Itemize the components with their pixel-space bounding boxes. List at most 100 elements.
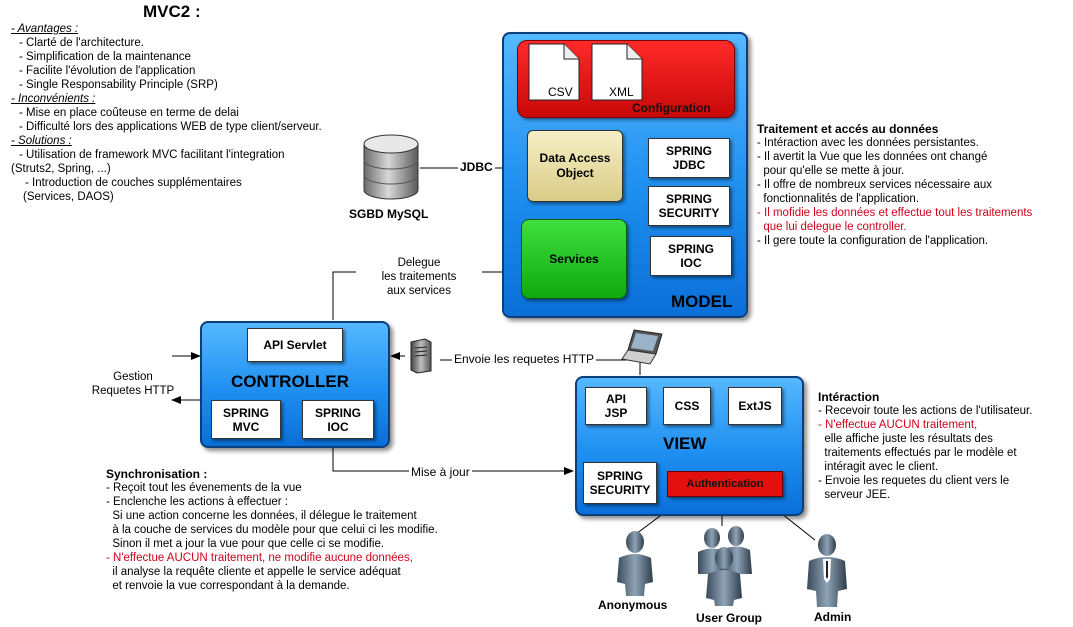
desc-line: - Il offre de nombreux services nécessai… (757, 179, 993, 191)
list-item: - Introduction de couches supplémentaire… (25, 177, 242, 189)
view-title: VIEW (663, 434, 707, 453)
page-title: MVC2 : (143, 2, 201, 21)
module-line1: API (605, 392, 626, 406)
solutions-list: - Utilisation de framework MVC facilitan… (11, 148, 322, 204)
authentication-box: Authentication (667, 471, 783, 497)
desc-line: à la couche de services du modèle pour q… (106, 524, 438, 536)
model-desc-lines: - Intéraction avec les données persistan… (757, 136, 1032, 248)
desc-line: Sinon il met a jour la vue pour que cell… (106, 538, 385, 550)
avantages-title: - Avantages : (11, 23, 79, 35)
inconvenients-list: - Mise en place coûteuse en terme de del… (11, 106, 322, 134)
dao-label-line2: Object (556, 166, 594, 180)
delegue-line1: Delegue (397, 257, 441, 269)
spring-security-model-box: SPRING SECURITY (648, 186, 730, 226)
module-line1: CSS (674, 399, 700, 413)
sync-description: Synchronisation : - Reçoit tout les éven… (106, 467, 438, 593)
css-box: CSS (663, 387, 711, 425)
desc-line: - N'effectue AUCUN traitement, (818, 419, 978, 431)
list-item: - Mise en place coûteuse en terme de del… (19, 107, 239, 119)
api-servlet-box: API Servlet (247, 328, 343, 362)
mise-a-jour-label: Mise à jour (409, 465, 472, 479)
module-line1: SPRING (665, 192, 712, 206)
desc-line: - Enclenche les actions à effectuer : (106, 496, 288, 508)
spring-jdbc-box: SPRING JDBC (648, 138, 730, 178)
module-line1: SPRING (314, 405, 361, 420)
anonymous-label: Anonymous (598, 598, 668, 612)
gestion-line1: Gestion (113, 371, 153, 383)
module-line2: SECURITY (658, 206, 720, 220)
module-line2: SECURITY (589, 483, 651, 497)
dao-label-line1: Data Access (539, 151, 611, 165)
module-line1: SPRING (667, 242, 714, 256)
desc-line: - Il gere toute la configuration de l'ap… (757, 235, 989, 247)
desc-line: Si une action concerne les données, il d… (106, 510, 417, 522)
api-jsp-box: API JSP (585, 387, 647, 425)
delegue-line2: les traitements (381, 271, 457, 283)
desc-line: pour qu'elle se mette à jour. (757, 165, 905, 177)
authentication-label: Authentication (686, 478, 764, 490)
list-item: - Single Responsability Principle (SRP) (19, 79, 218, 91)
desc-line: - N'effectue AUCUN traitement, ne modifi… (106, 552, 413, 564)
module-line2: MVC (232, 419, 260, 434)
csv-file-icon: CSV (528, 43, 580, 101)
controller-title: CONTROLLER (231, 372, 350, 391)
desc-line: elle affiche juste les résultats des (818, 433, 993, 445)
desc-line: - Intéraction avec les données persistan… (757, 137, 979, 149)
mise-a-jour-arrow (332, 445, 574, 475)
list-item: - Difficulté lors des applications WEB d… (19, 121, 322, 133)
jdbc-label: JDBC (458, 160, 495, 174)
sync-desc-title: Synchronisation : (106, 467, 208, 481)
list-item: (Struts2, Spring, ...) (11, 163, 111, 175)
server-icon (407, 338, 433, 374)
list-item: - Clarté de l'architecture. (19, 37, 144, 49)
avantages-list: - Clarté de l'architecture. - Simplifica… (11, 36, 322, 92)
model-desc-title: Traitement et accés au données (757, 122, 939, 136)
configuration-label: Configuration (632, 101, 711, 115)
module-line1: SPRING (596, 469, 643, 483)
desc-line: - Envoie les requetes du client vers le (818, 475, 1010, 487)
list-item: - Facilite l'évolution de l'application (19, 65, 196, 77)
solutions-title: - Solutions : (11, 135, 72, 147)
module-line2: JSP (604, 406, 628, 420)
spring-ioc-model-box: SPRING IOC (650, 236, 732, 276)
module-line2: IOC (327, 419, 349, 434)
module-line2: JDBC (672, 158, 706, 172)
desc-line: et renvoie la vue correspondant à la dem… (106, 580, 350, 592)
spring-ioc-controller-box: SPRING IOC (302, 400, 374, 439)
left-panel: - Avantages : - Clarté de l'architecture… (11, 22, 322, 204)
model-title: MODEL (671, 292, 733, 311)
xml-label: XML (609, 85, 634, 99)
delegue-label: Delegue les traitements aux services (356, 256, 482, 298)
view-desc-title: Intéraction (818, 390, 880, 404)
database-label: SGBD MySQL (349, 207, 429, 221)
anonymous-user-icon (615, 530, 655, 596)
list-item: - Simplification de la maintenance (19, 51, 191, 63)
api-servlet-label: API Servlet (263, 338, 327, 352)
user-group-label: User Group (696, 611, 763, 625)
desc-line: - Il mofidie les données et effectue tou… (757, 207, 1033, 219)
dao-box: Data Access Object (527, 130, 623, 202)
desc-line: que lui delegue le controller. (757, 221, 907, 233)
gestion-line2: Requetes HTTP (91, 385, 175, 397)
spring-security-view-box: SPRING SECURITY (583, 462, 657, 504)
desc-line: il analyse la requête cliente et appelle… (106, 566, 401, 578)
http-label: Envoie les requetes HTTP (452, 352, 597, 366)
module-line1: ExtJS (738, 399, 772, 413)
desc-line: fonctionnalités de l'application. (757, 193, 920, 205)
services-box: Services (521, 219, 627, 299)
list-item: - Utilisation de framework MVC facilitan… (19, 149, 285, 161)
desc-line: - Il avertit la Vue que les données ont … (757, 151, 988, 163)
desc-line: traitements effectués par le modèle et (818, 447, 1017, 459)
desc-line: serveur JEE. (818, 489, 891, 501)
desc-line: intéragit avec le client. (818, 461, 939, 473)
view-desc-lines: - Recevoir toute les actions de l'utilis… (818, 404, 1032, 502)
sync-desc-lines: - Reçoit tout les évenements de la vue- … (106, 481, 438, 593)
csv-label: CSV (548, 85, 573, 99)
services-label: Services (549, 252, 599, 266)
extjs-box: ExtJS (728, 387, 782, 425)
database-icon (360, 132, 422, 204)
xml-file-icon: XML (591, 43, 643, 101)
module-line1: SPRING (665, 144, 712, 158)
list-item: (Services, DAOS) (23, 191, 114, 203)
model-description: Traitement et accés au données - Intérac… (757, 122, 1032, 248)
